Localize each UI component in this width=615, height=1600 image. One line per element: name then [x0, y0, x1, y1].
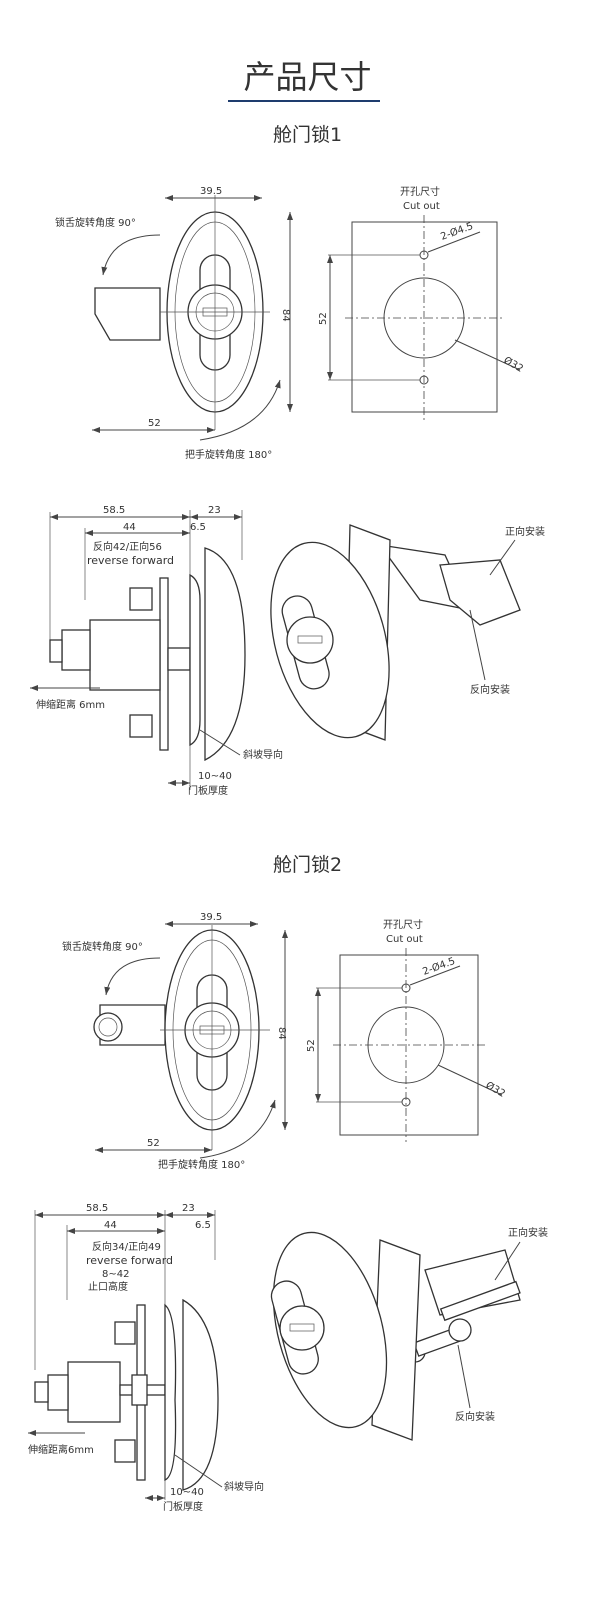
iso-reverse: 反向安装: [455, 1410, 495, 1423]
side-body: 44: [104, 1220, 117, 1231]
side-stroke: 伸缩距离6mm: [28, 1443, 94, 1456]
side-grip: 反向42/正向56: [93, 540, 162, 553]
side-depth: 23: [208, 505, 221, 516]
side-ramp: 斜坡导向: [243, 748, 283, 761]
front-width-label: 39.5: [200, 912, 222, 923]
cutout-spacing: 52: [318, 312, 329, 325]
side-door-label: 门板厚度: [188, 784, 228, 797]
title-underline: [228, 100, 380, 102]
front-height-label: 84: [276, 1027, 287, 1040]
cutout-diameter: Ø32: [484, 1079, 508, 1100]
front-offset-label: 52: [148, 418, 161, 429]
section-2-side-view: 58.5 23 44 6.5 反向34/正向49 reverse forward…: [28, 1203, 264, 1513]
side-overall: 58.5: [103, 505, 125, 516]
iso-forward: 正向安装: [505, 525, 545, 538]
side-grip-en: reverse forward: [86, 1254, 173, 1267]
section-2-iso-view: 正向安装 反向安装: [270, 1226, 548, 1441]
section-1-front-view: 39.5 84 52 锁舌旋转角度 90° 把手旋转角度 180°: [55, 186, 293, 461]
side-door-range: 10~40: [198, 771, 232, 782]
side-flange: 6.5: [190, 522, 206, 533]
section-2-front-view: 39.5 84 52 锁舌旋转角度 90° 把手旋转角度 180°: [62, 912, 288, 1171]
side-door-label: 门板厚度: [163, 1500, 203, 1513]
side-overall: 58.5: [86, 1203, 108, 1214]
iso-forward: 正向安装: [508, 1226, 548, 1239]
cutout-title-en: Cut out: [403, 201, 440, 212]
section-2-cutout: 开孔尺寸 Cut out 52 2-Ø4.5 Ø32: [306, 918, 507, 1142]
side-door-range: 10~40: [170, 1487, 204, 1498]
side-body: 44: [123, 522, 136, 533]
side-flange: 6.5: [195, 1220, 211, 1231]
section-1-cutout: 开孔尺寸 Cut out 52 2-Ø4.5 Ø32: [318, 185, 525, 420]
section-2-title: 舱门锁2: [272, 854, 343, 876]
side-depth: 23: [182, 1203, 195, 1214]
latch-rotation-label: 锁舌旋转角度 90°: [62, 940, 143, 953]
side-ramp: 斜坡导向: [224, 1480, 264, 1493]
cutout-spacing: 52: [306, 1039, 317, 1052]
side-stroke: 伸缩距离 6mm: [36, 698, 105, 711]
page-title: 产品尺寸: [243, 58, 372, 96]
section-1-iso-view: 正向安装 反向安装: [270, 524, 545, 741]
section-1-side-view: 58.5 23 44 6.5 反向42/正向56 reverse forward…: [30, 505, 283, 797]
iso-reverse: 反向安装: [470, 683, 510, 696]
handle-rotation-label: 把手旋转角度 180°: [185, 448, 272, 461]
side-stop-label: 止口高度: [88, 1280, 128, 1293]
front-width-label: 39.5: [200, 186, 222, 197]
side-grip-en: reverse forward: [87, 554, 174, 567]
section-1-title: 舱门锁1: [272, 124, 343, 146]
latch-rotation-label: 锁舌旋转角度 90°: [55, 216, 136, 229]
handle-rotation-label: 把手旋转角度 180°: [158, 1158, 245, 1171]
front-height-label: 84: [280, 309, 291, 322]
side-grip: 反向34/正向49: [92, 1240, 161, 1253]
cutout-holes: 2-Ø4.5: [439, 220, 475, 243]
cutout-title: 开孔尺寸: [400, 185, 440, 198]
front-offset-label: 52: [147, 1138, 160, 1149]
cutout-diameter: Ø32: [502, 354, 526, 375]
cutout-title-en: Cut out: [386, 934, 423, 945]
cutout-title: 开孔尺寸: [383, 918, 423, 931]
side-stop-range: 8~42: [102, 1269, 129, 1280]
